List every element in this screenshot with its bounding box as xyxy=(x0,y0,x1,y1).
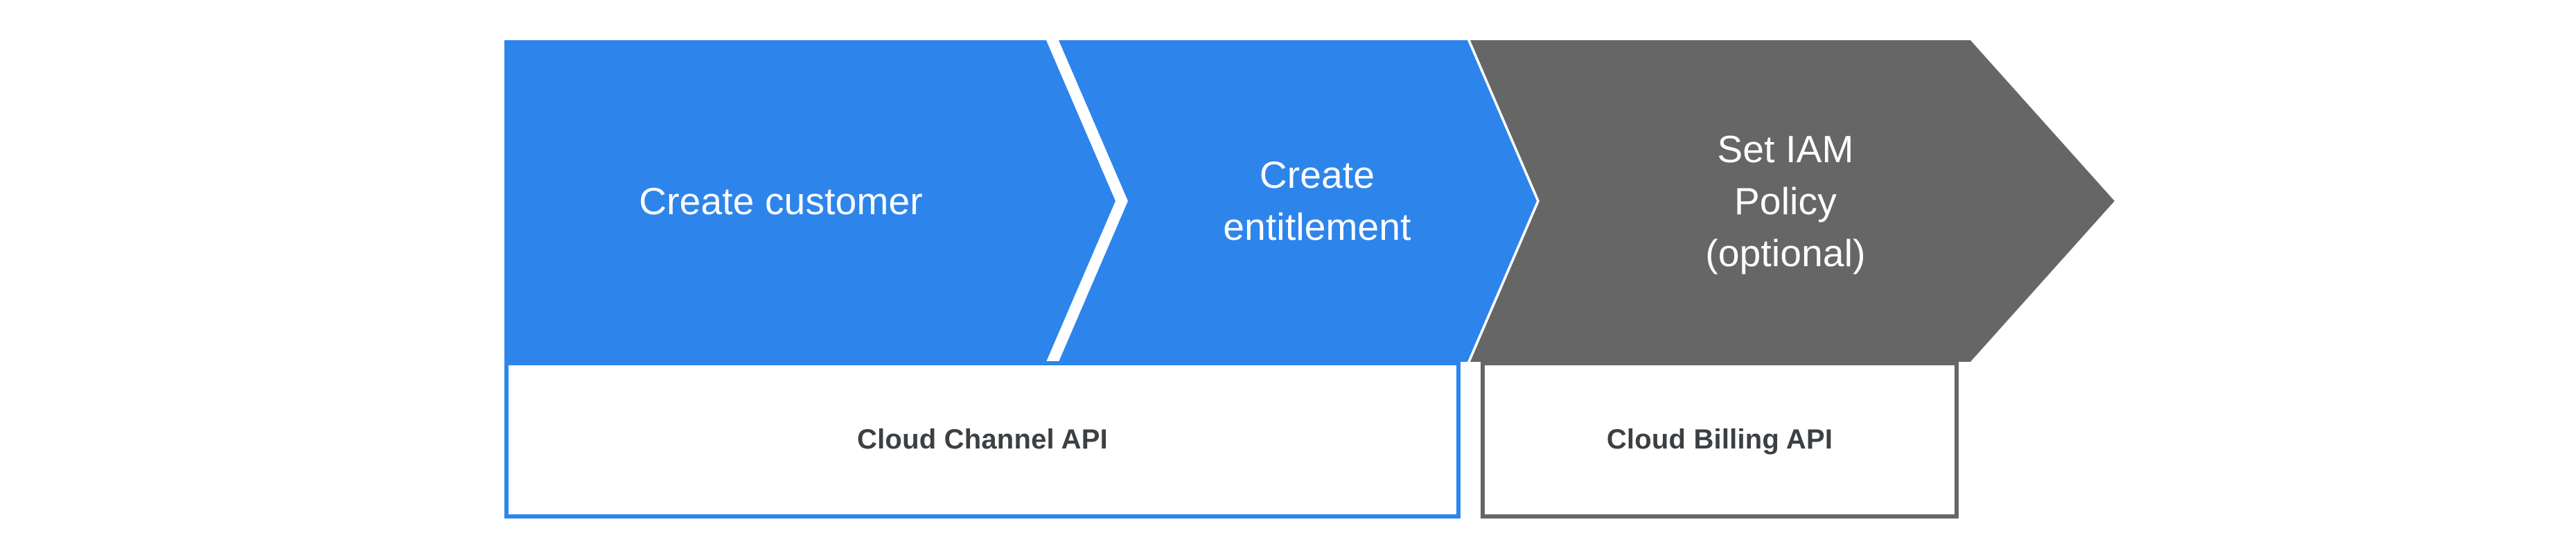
process-step-label: Set IAM Policy (optional) xyxy=(1705,127,1866,274)
process-step-create-entitlement: Create entitlement xyxy=(1059,40,1537,362)
process-step-create-customer: Create customer xyxy=(504,40,1115,362)
api-group-cloud-channel-api: Cloud Channel API xyxy=(504,361,1461,518)
process-step-label: Create entitlement xyxy=(1223,153,1411,248)
api-group-label: Cloud Channel API xyxy=(857,424,1108,455)
api-group-cloud-billing-api: Cloud Billing API xyxy=(1481,361,1959,518)
process-step-label: Create customer xyxy=(639,179,923,223)
api-group-label: Cloud Billing API xyxy=(1606,424,1833,455)
process-step-set-iam-policy: Set IAM Policy (optional) xyxy=(1470,40,2115,362)
